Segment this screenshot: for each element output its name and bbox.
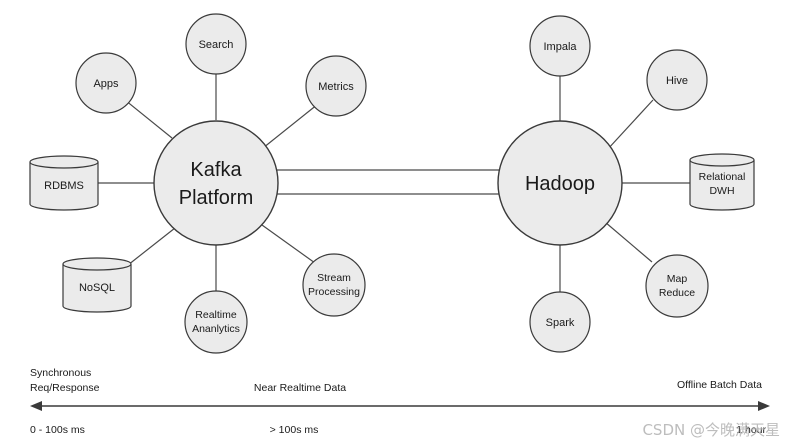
rdbms-node: RDBMS [29, 155, 99, 211]
hadoop-node: Hadoop [497, 120, 623, 246]
timeline-arrow [30, 401, 770, 411]
spark-node: Spark [529, 291, 591, 353]
stream-processing-node: Stream Processing [302, 253, 366, 317]
realtime-label-line1: Realtime [195, 309, 237, 321]
kafka-label-line2: Platform [179, 187, 253, 209]
nosql-node: NoSQL [62, 257, 132, 313]
sync-label-line1: Synchronous [30, 367, 91, 379]
hive-label: Hive [666, 75, 688, 87]
nosql-label: NoSQL [79, 282, 115, 294]
apps-label: Apps [93, 78, 119, 90]
edge-kafka-apps [124, 99, 173, 139]
offline-batch-label: Offline Batch Data [677, 379, 762, 391]
dwh-label-line1: Relational [699, 171, 746, 183]
edge-kafka-stream [261, 224, 316, 264]
sync-latency-value: 0 - 100s ms [30, 424, 85, 436]
apps-node: Apps [75, 52, 137, 114]
relational-dwh-node: Relational DWH [689, 153, 755, 211]
edge-kafka-nosql [127, 227, 176, 266]
near-realtime-label: Near Realtime Data [254, 382, 346, 394]
hadoop-label: Hadoop [525, 173, 595, 195]
dwh-label-line2: DWH [709, 185, 734, 197]
search-node: Search [185, 13, 247, 75]
rdbms-label: RDBMS [44, 180, 84, 192]
realtime-analytics-node: Realtime Ananlytics [184, 290, 248, 354]
stream-label-line1: Stream [317, 272, 351, 284]
metrics-node: Metrics [305, 55, 367, 117]
hive-node: Hive [646, 49, 708, 111]
impala-node: Impala [529, 15, 591, 77]
metrics-label: Metrics [318, 81, 354, 93]
kafka-platform-node: Kafka Platform [153, 120, 279, 246]
sync-label-line2: Req/Response [30, 382, 100, 394]
arrow-left-head [30, 401, 42, 411]
realtime-label-line2: Ananlytics [192, 323, 240, 335]
impala-label: Impala [543, 41, 577, 53]
kafka-label-line1: Kafka [190, 159, 242, 181]
mapreduce-label-line2: Reduce [659, 287, 695, 299]
arrow-right-head [758, 401, 770, 411]
edge-hadoop-mapreduce [604, 221, 653, 263]
batch-latency-value: 1 hour [736, 424, 766, 436]
search-label: Search [199, 39, 234, 51]
watermark: CSDN @今晚满天星 [642, 421, 780, 439]
mapreduce-label-line1: Map [667, 273, 688, 285]
edge-kafka-metrics [262, 103, 319, 149]
near-realtime-latency-value: > 100s ms [270, 424, 319, 436]
stream-label-line2: Processing [308, 286, 360, 298]
edge-hadoop-hive [606, 99, 654, 151]
map-reduce-node: Map Reduce [645, 254, 709, 318]
spark-label: Spark [546, 317, 575, 329]
